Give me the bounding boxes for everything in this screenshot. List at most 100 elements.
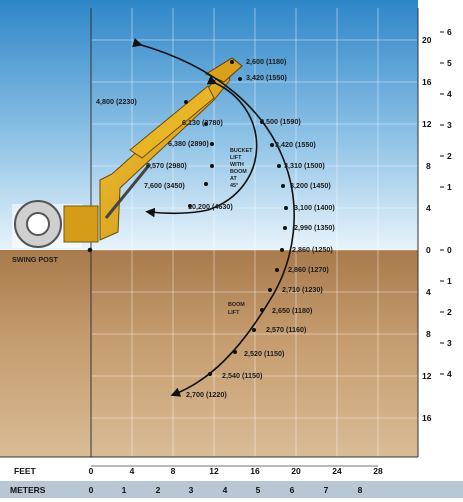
outer-arc-label: 2,600 (1180) xyxy=(246,57,287,66)
outer-point xyxy=(238,77,242,81)
outer-arc-label: 2,860 (1270) xyxy=(288,265,329,274)
x-feet-tick: 4 xyxy=(130,466,135,476)
outer-point xyxy=(283,226,287,230)
outer-point xyxy=(284,206,288,210)
inner-arc-label: 6,570 (2980) xyxy=(146,161,187,170)
note-line: LIFT xyxy=(230,155,242,161)
inner-arc-points xyxy=(184,100,214,208)
inner-arc-label: 4,800 (2230) xyxy=(96,97,137,106)
inner-point xyxy=(204,122,208,126)
swing-post-pivot xyxy=(87,247,93,253)
y-meter-tick: 0 xyxy=(447,245,452,255)
x-feet-tick: 20 xyxy=(291,466,301,476)
x-feet-tick: 28 xyxy=(373,466,383,476)
outer-point xyxy=(252,328,256,332)
y-feet-tick: 8 xyxy=(426,329,431,339)
y-meter-tick: 1 xyxy=(447,276,452,286)
inner-point xyxy=(204,182,208,186)
outer-arc-label: 3,420 (1550) xyxy=(246,73,287,82)
outer-arc-label: 2,540 (1150) xyxy=(222,371,263,380)
x-meter-tick: 4 xyxy=(223,485,228,495)
inner-arc-label: 6,380 (2890) xyxy=(168,139,209,148)
y-meter-tick: 3 xyxy=(447,120,452,130)
outer-arc-label: 2,570 (1160) xyxy=(266,325,307,334)
x-feet-tick: 16 xyxy=(250,466,260,476)
outer-arc-label: 3,500 (1590) xyxy=(260,117,301,126)
y-feet-tick: 8 xyxy=(426,161,431,171)
outer-point xyxy=(268,288,272,292)
note-line: AT xyxy=(230,176,237,182)
inner-point xyxy=(188,204,192,208)
y-feet-tick: 12 xyxy=(422,371,432,381)
inner-arc-label: 6,130 (2780) xyxy=(182,118,223,127)
x-feet-tick: 12 xyxy=(209,466,219,476)
outer-arc-label: 2,990 (1350) xyxy=(294,223,335,232)
x-meter-tick: 7 xyxy=(324,485,329,495)
note-line: BOOM xyxy=(230,169,247,175)
y-feet-tick: 4 xyxy=(426,203,431,213)
y-meter-tick: 3 xyxy=(447,338,452,348)
inner-point xyxy=(210,164,214,168)
outer-point xyxy=(230,60,234,64)
outer-arc-label: 2,710 (1230) xyxy=(282,285,323,294)
note-line: BOOM xyxy=(228,302,245,308)
y-feet-tick: 20 xyxy=(422,35,432,45)
outer-point xyxy=(208,372,212,376)
meters-axis-label: METERS xyxy=(10,485,46,495)
x-meter-tick: 8 xyxy=(358,485,363,495)
outer-point xyxy=(233,350,237,354)
x-meter-tick: 3 xyxy=(189,485,194,495)
outer-arc-label: 2,650 (1180) xyxy=(272,306,313,315)
outer-point xyxy=(277,164,281,168)
inner-reach-arc xyxy=(145,75,258,218)
swing-post-frame xyxy=(63,205,99,243)
swing-post-label: SWING POST xyxy=(12,255,59,264)
boom-lift-note: BOOM LIFT xyxy=(228,302,245,316)
grid-lines xyxy=(90,8,418,457)
x-meter-tick: 5 xyxy=(256,485,261,495)
y-feet-tick: 4 xyxy=(426,287,431,297)
ground-background xyxy=(0,250,418,457)
y-feet-tick: 16 xyxy=(422,77,432,87)
outer-arc-label: 3,310 (1500) xyxy=(284,161,325,170)
note-line: LIFT xyxy=(228,310,240,316)
y-feet-tick: 12 xyxy=(422,119,432,129)
y-feet-tick: 0 xyxy=(426,245,431,255)
outer-point xyxy=(275,268,279,272)
y-meter-tick: 4 xyxy=(447,89,452,99)
outer-arc-label: 2,700 (1220) xyxy=(186,390,227,399)
outer-point xyxy=(176,392,180,396)
x-meter-tick: 2 xyxy=(156,485,161,495)
note-line: BUCKET xyxy=(230,148,253,154)
outer-arc-label: 3,100 (1400) xyxy=(294,203,335,212)
y-meter-tick: 2 xyxy=(447,151,452,161)
note-line: WITH xyxy=(230,162,244,168)
y-meter-tick: 5 xyxy=(447,58,452,68)
outer-point xyxy=(280,248,284,252)
inner-arc-label: 10,200 (4630) xyxy=(188,202,233,211)
right-meters-axis: 6 5 4 3 2 1 0 1 2 3 4 xyxy=(440,27,452,379)
bottom-feet-axis: FEET 0 4 8 12 16 20 24 28 xyxy=(14,465,383,476)
x-feet-tick: 24 xyxy=(332,466,342,476)
outer-arc-points xyxy=(176,60,288,396)
outer-arc-label: 3,420 (1550) xyxy=(275,140,316,149)
x-meter-tick: 1 xyxy=(122,485,127,495)
outer-arc-label: 2,520 (1150) xyxy=(244,349,285,358)
y-meter-tick: 1 xyxy=(447,182,452,192)
x-meter-tick: 0 xyxy=(89,485,94,495)
right-feet-axis: 20 16 12 8 4 0 4 8 12 16 xyxy=(422,35,432,423)
x-meter-tick: 6 xyxy=(290,485,295,495)
outer-arc-label: 2,860 (1250) xyxy=(292,245,333,254)
outer-point xyxy=(270,143,274,147)
outer-reach-arc xyxy=(132,38,295,397)
meters-axis-band xyxy=(0,481,463,498)
rear-wheel-rim xyxy=(26,212,50,236)
y-meter-tick: 2 xyxy=(447,307,452,317)
y-meter-tick: 6 xyxy=(447,27,452,37)
right-axis-panel xyxy=(418,0,463,457)
outer-point xyxy=(260,120,264,124)
bucket-lift-note: BUCKET LIFT WITH BOOM AT 45° xyxy=(230,148,253,189)
bottom-meters-axis: METERS 0 1 2 3 4 5 6 7 8 xyxy=(0,481,463,498)
feet-axis-label: FEET xyxy=(14,466,37,476)
outer-arc-label: 3,200 (1450) xyxy=(290,181,331,190)
